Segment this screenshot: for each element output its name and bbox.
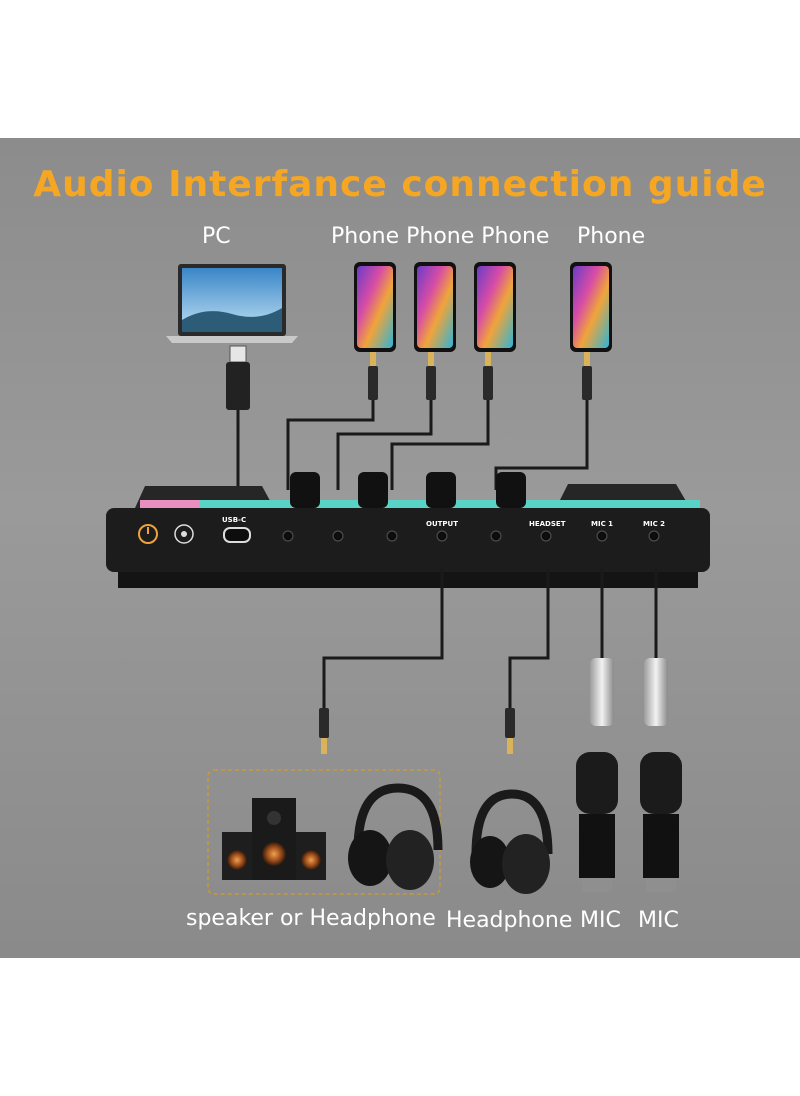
port-headset: HEADSET bbox=[529, 520, 566, 528]
phone-icon bbox=[414, 262, 456, 352]
diagram-panel: Audio Interfance connection guide PC Pho… bbox=[0, 138, 800, 958]
laptop-icon bbox=[166, 264, 298, 343]
label-headphone: Headphone bbox=[446, 908, 573, 933]
label-pc: PC bbox=[202, 224, 231, 249]
port-output: OUTPUT bbox=[426, 520, 458, 528]
port-mic2: MIC 2 bbox=[643, 520, 666, 528]
xlr-connector bbox=[590, 658, 668, 726]
label-speaker-or-headphone: speaker or Headphone bbox=[186, 906, 436, 931]
label-mic-2: MIC bbox=[638, 908, 679, 933]
cables-bottom bbox=[322, 568, 658, 708]
phone-icon bbox=[570, 262, 612, 352]
label-phones: Phone Phone Phone bbox=[331, 224, 550, 249]
audio-interface bbox=[106, 472, 710, 588]
page-title: Audio Interfance connection guide bbox=[33, 164, 767, 205]
port-mic1: MIC 1 bbox=[591, 520, 614, 528]
headphone-icon bbox=[348, 783, 443, 890]
microphone-icon bbox=[640, 752, 682, 892]
jack-plugs-bottom bbox=[319, 708, 515, 754]
light-icon bbox=[174, 524, 194, 544]
connection-diagram bbox=[106, 262, 710, 895]
phone-icon bbox=[354, 262, 396, 352]
power-icon bbox=[138, 524, 158, 544]
jack-plugs-top bbox=[368, 352, 592, 400]
label-mic-1: MIC bbox=[580, 908, 621, 933]
label-phone: Phone bbox=[577, 224, 646, 249]
usb-plug bbox=[226, 345, 250, 410]
headphone-icon bbox=[470, 789, 553, 894]
port-usb-c: USB-C bbox=[222, 516, 247, 524]
speaker-icon bbox=[222, 798, 326, 880]
phone-icon bbox=[474, 262, 516, 352]
microphone-icon bbox=[576, 752, 618, 892]
